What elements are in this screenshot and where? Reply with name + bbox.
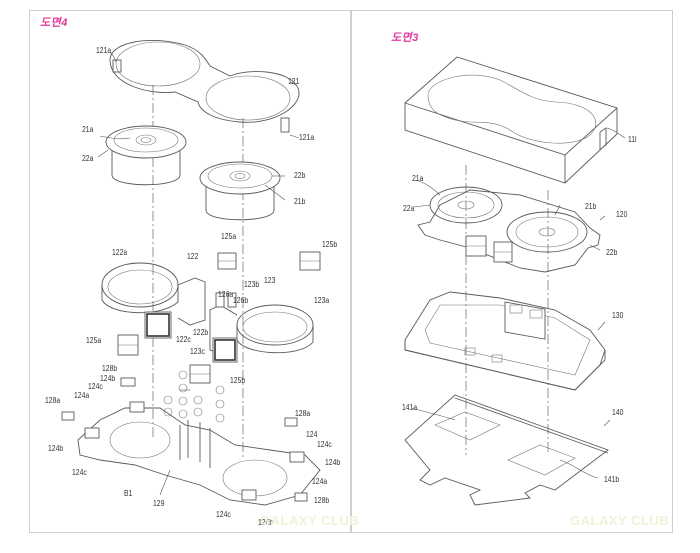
label-123c: 123c: [190, 347, 205, 356]
label-126a: 126a: [218, 290, 234, 299]
label-124a-left: 124a: [74, 391, 90, 400]
figure-3-title: 도면3: [391, 32, 419, 44]
fig3-cover-11l: [404, 56, 618, 184]
label-21b: 21b: [294, 197, 306, 206]
label-122a: 122a: [112, 248, 128, 257]
label-124c-bottom: 124c: [216, 510, 231, 519]
label-122: 122: [187, 252, 199, 261]
label-123a: 123a: [314, 296, 330, 305]
fig4-holder-123: [209, 251, 321, 363]
label-128b-bottom: 128b: [314, 496, 330, 505]
label-126b: 126b: [233, 296, 249, 305]
label-125b-bottom: 125b: [230, 376, 246, 385]
label-125a-top: 125a: [221, 232, 237, 241]
label-22a: 22a: [82, 154, 94, 163]
label-124c-left: 124c: [72, 468, 87, 477]
label-125a-left: 125a: [86, 336, 102, 345]
fig3-frame-130: [404, 291, 606, 391]
label-124a-right: 124a: [312, 477, 328, 486]
label-124b-bottom: 124b: [258, 518, 274, 527]
label-141a: 141a: [402, 403, 418, 412]
label-11l: 11l: [628, 135, 637, 144]
figure-divider: [350, 10, 352, 533]
label-128b-top: 128b: [102, 364, 118, 373]
label-22b-fig3: 22b: [606, 248, 618, 257]
label-121: 121: [288, 77, 300, 86]
label-22b: 22b: [294, 171, 306, 180]
fig3-fpcb-140: [404, 394, 609, 506]
fig4-lens-21a: [105, 125, 187, 186]
label-140: 140: [612, 408, 624, 417]
label-B1: B1: [124, 489, 133, 498]
label-121a-right: 121a: [299, 133, 315, 142]
label-124c-top: 124c: [88, 382, 103, 391]
watermark-left: GALAXY CLUB: [260, 513, 360, 528]
label-130: 130: [612, 311, 624, 320]
label-123: 123: [264, 276, 276, 285]
label-124b-left: 124b: [48, 444, 64, 453]
label-21a: 21a: [82, 125, 94, 134]
figure-4-title: 도면4: [40, 17, 68, 29]
fig4-holder-122: [101, 252, 237, 339]
label-123b: 123b: [244, 280, 260, 289]
label-122b: 122b: [193, 328, 209, 337]
label-124b-right: 124b: [325, 458, 341, 467]
label-124b-top: 124b: [100, 374, 116, 383]
fig4-balls: [163, 370, 225, 423]
fig4-part-121-frame: [109, 39, 300, 133]
fig3-module-120: [417, 186, 601, 273]
label-124c-right: 124c: [317, 440, 332, 449]
label-21a-fig3: 21a: [412, 174, 424, 183]
label-122c: 122c: [176, 335, 191, 344]
fig4-leader-lines: [97, 51, 300, 496]
label-128a-left: 128a: [45, 396, 61, 405]
label-128a-right: 128a: [295, 409, 311, 418]
label-125b-top: 125b: [322, 240, 338, 249]
label-120: 120: [616, 210, 628, 219]
fig4-base-124: [77, 401, 321, 506]
watermark-right: GALAXY CLUB: [570, 513, 670, 528]
label-129: 129: [153, 499, 165, 508]
label-121a-top: 121a: [96, 46, 112, 55]
label-124: 124: [306, 430, 318, 439]
fig4-lens-21b: [199, 161, 281, 221]
label-22a-fig3: 22a: [403, 204, 415, 213]
label-141b: 141b: [604, 475, 620, 484]
label-21b-fig3: 21b: [585, 202, 597, 211]
fig3-leader-lines: [411, 127, 626, 479]
